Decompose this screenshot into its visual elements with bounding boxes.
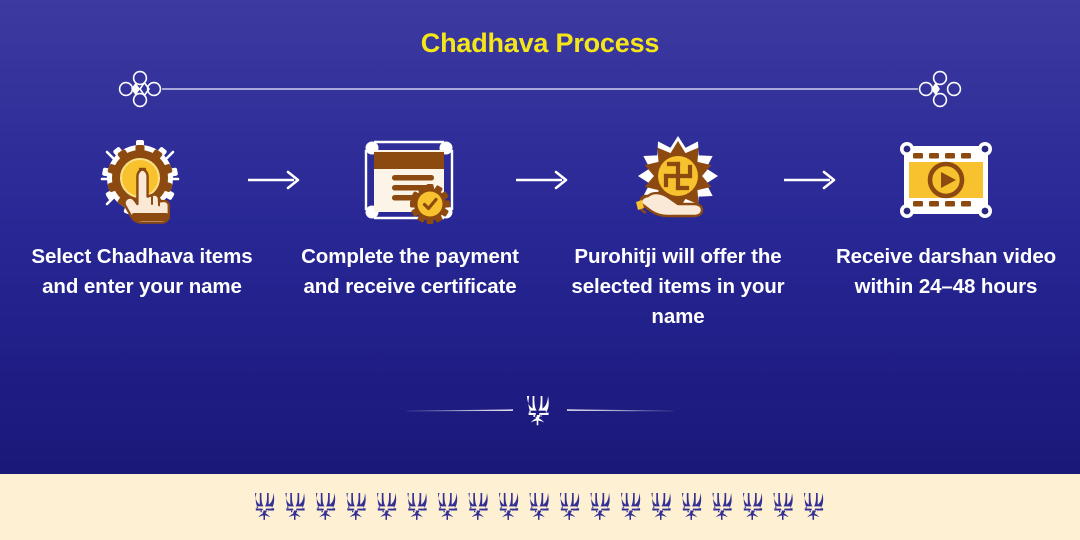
step-4-caption: Receive darshan video within 24–48 hours bbox=[835, 245, 1057, 299]
ornament-knot-icon-right bbox=[918, 70, 962, 108]
hand-holding-swastika-icon bbox=[628, 132, 728, 228]
arrow-right-icon-3 bbox=[780, 132, 844, 228]
trident-icon bbox=[527, 396, 549, 426]
poster-background bbox=[0, 0, 1080, 474]
divider-line-left bbox=[407, 409, 513, 412]
footer-band bbox=[0, 474, 1080, 540]
process-steps: Select Chadhava items and enter your nam… bbox=[31, 132, 1056, 332]
divider-line-right bbox=[567, 409, 673, 412]
step-1-caption: Select Chadhava items and enter your nam… bbox=[31, 245, 253, 299]
step-3-caption: Purohitji will offer the selected items … bbox=[571, 245, 785, 329]
process-step-3[interactable]: Purohitji will offer the selected items … bbox=[571, 132, 785, 332]
video-filmstrip-play-icon bbox=[896, 132, 996, 228]
process-step-2[interactable]: Complete the payment and receive certifi… bbox=[301, 132, 519, 302]
bottom-divider bbox=[0, 392, 1080, 428]
ornament-knot-icon-left bbox=[118, 70, 162, 108]
certificate-seal-icon bbox=[360, 132, 460, 228]
footer-trident-pattern bbox=[255, 493, 824, 520]
process-step-1[interactable]: Select Chadhava items and enter your nam… bbox=[31, 132, 253, 302]
process-step-4[interactable]: Receive darshan video within 24–48 hours bbox=[836, 132, 1056, 302]
arrow-right-icon-2 bbox=[512, 132, 576, 228]
hand-tap-offering-icon bbox=[92, 132, 192, 228]
step-2-caption: Complete the payment and receive certifi… bbox=[301, 245, 519, 299]
page-title: Chadhava Process bbox=[420, 28, 660, 58]
arrow-right-icon-1 bbox=[244, 132, 308, 228]
top-divider bbox=[118, 70, 962, 108]
